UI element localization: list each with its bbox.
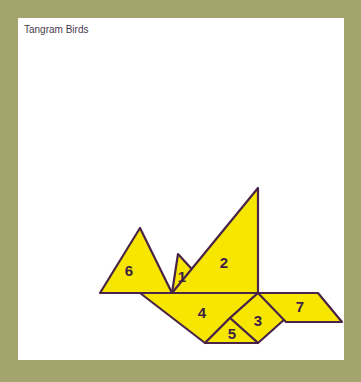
tangram-piece: 6	[100, 228, 172, 293]
piece-number: 4	[198, 305, 206, 320]
tangram-piece: 5	[205, 318, 258, 343]
title: Tangram Birds	[24, 24, 88, 35]
piece-number: 5	[228, 326, 236, 341]
piece-number: 3	[254, 313, 262, 328]
piece-number: 1	[178, 269, 186, 284]
tangram-piece: 7	[258, 293, 342, 322]
piece-number: 2	[220, 255, 228, 270]
piece-outline	[100, 228, 172, 293]
piece-number: 6	[125, 263, 133, 278]
piece-number: 7	[296, 299, 304, 314]
